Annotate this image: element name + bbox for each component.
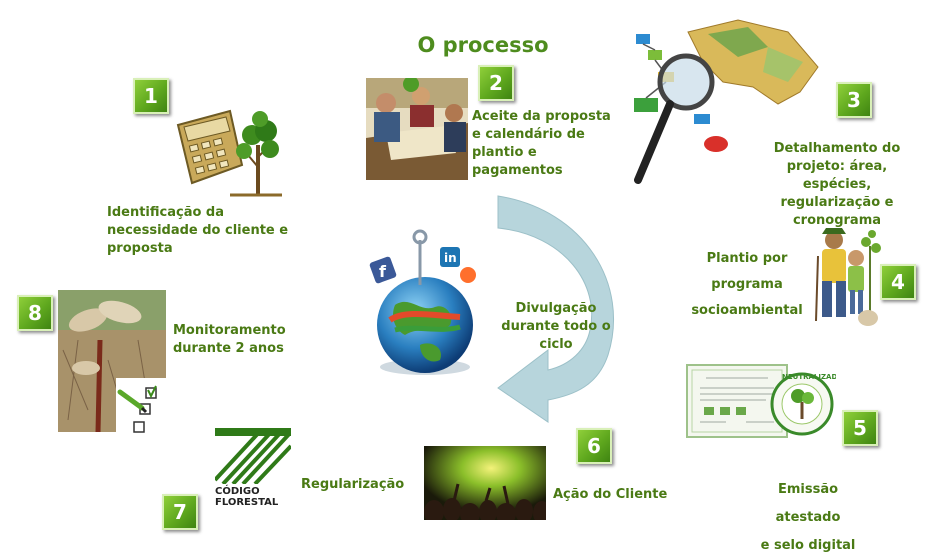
svg-text:f: f xyxy=(379,262,387,281)
svg-text:in: in xyxy=(444,251,457,265)
step-4-label: Plantio por programa socioambiental xyxy=(691,251,803,318)
codigo-florestal-logo: CÓDIGO FLORESTAL xyxy=(215,428,291,520)
step-5-label: Emissão atestado e selo digital xyxy=(760,482,856,553)
step-8-number: 8 xyxy=(17,295,53,331)
step-4-number: 4 xyxy=(880,264,916,300)
step-2-label: Aceite da proposta e calendário de plant… xyxy=(472,109,611,178)
step-8-label: Monitoramento durante 2 anos xyxy=(173,323,286,356)
codigo-florestal-line1: CÓDIGO xyxy=(215,486,260,497)
step-3-label: Detalhamento do projeto: área, espécies,… xyxy=(773,141,901,228)
badge-text: NEUTRALIZADO POR xyxy=(782,373,836,381)
center-label: Divulgação durante todo o ciclo xyxy=(501,301,611,352)
social-media-globe-icon: f in xyxy=(369,229,476,375)
planters-illustration xyxy=(815,228,881,326)
meeting-photo xyxy=(366,78,468,180)
step-3-number: 3 xyxy=(836,82,872,118)
concert-photo xyxy=(424,446,546,520)
page-title: O processo xyxy=(417,33,549,57)
step-6-label: Ação do Cliente xyxy=(553,487,668,502)
step-5-number: 5 xyxy=(842,410,878,446)
codigo-florestal-line2: FLORESTAL xyxy=(215,497,279,508)
step-7-label: Regularização xyxy=(301,477,405,492)
step-1-number: 1 xyxy=(133,78,169,114)
checklist-icon xyxy=(116,378,188,448)
step-7-number: 7 xyxy=(162,494,198,530)
map-magnifier-icon xyxy=(634,19,819,184)
calculator-tree-icon xyxy=(176,109,282,197)
cycle-arrow xyxy=(497,195,614,423)
step-6-number: 6 xyxy=(576,428,612,464)
certificate-image: NEUTRALIZADO POR xyxy=(686,364,836,438)
step-2-number: 2 xyxy=(478,65,514,101)
step-1-label: Identificação da necessidade do cliente … xyxy=(107,205,289,256)
